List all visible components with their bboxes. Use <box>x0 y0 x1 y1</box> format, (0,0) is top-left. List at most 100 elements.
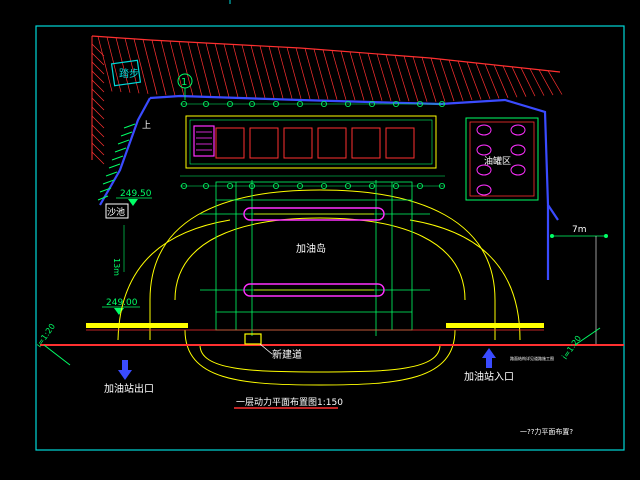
hatch-line <box>430 58 446 102</box>
new-road-marker: 新建道 <box>244 333 302 361</box>
hatch-line <box>367 53 383 101</box>
canopy-structure <box>200 180 430 336</box>
down-arrow-icon <box>118 360 132 380</box>
hatch-line <box>91 79 105 93</box>
hatch-line <box>106 36 122 93</box>
hatch-line <box>241 44 257 98</box>
hatch-line <box>97 36 113 92</box>
hatch-line <box>484 63 500 99</box>
hatch-line <box>412 56 428 102</box>
entrance-marker: 加油站入口 <box>464 348 514 383</box>
axis-bubble <box>416 101 423 108</box>
hatch-line <box>259 45 275 99</box>
right-small-note: 路面结构详见道路施工图 <box>510 355 554 361</box>
hatch-line <box>529 68 545 96</box>
hatch-line <box>439 58 455 102</box>
hatch-line <box>214 43 230 98</box>
site-boundary-hatch <box>91 35 563 165</box>
up-label: 上 <box>142 120 151 131</box>
hatch-line <box>502 65 518 98</box>
fuel-island-bottom <box>243 283 385 297</box>
oil-tank-area: 油罐区 <box>465 117 539 201</box>
hatch-line <box>475 62 491 100</box>
station-building <box>185 115 437 169</box>
axis-bubble <box>416 182 423 189</box>
axis-bubble <box>296 182 303 189</box>
turning-arcs <box>117 189 521 386</box>
hatch-line <box>358 52 374 101</box>
hatch-line <box>91 124 105 138</box>
hatch-line <box>124 38 140 94</box>
axis-bubble <box>344 101 351 108</box>
up-arrow-icon <box>482 348 496 368</box>
hatch-line <box>295 47 311 100</box>
axis-bubble <box>272 101 279 108</box>
slope-left: i=1:20 <box>34 322 71 366</box>
hatch-line <box>91 151 105 165</box>
hatch-line <box>493 64 509 98</box>
road-edge <box>40 323 624 346</box>
axis-bubble <box>226 101 233 108</box>
axis-bubble <box>320 101 327 108</box>
hatch-line <box>187 41 203 97</box>
axis-bubbles-top <box>180 101 445 108</box>
hatch-line <box>91 43 105 57</box>
hatch-line <box>511 66 527 97</box>
stair-hatch <box>97 123 136 201</box>
axis-bubble <box>438 101 445 108</box>
hatch-line <box>91 97 105 111</box>
axis-bubble <box>180 101 187 108</box>
axis-bubble <box>320 182 327 189</box>
hatch-line <box>151 40 167 96</box>
drawing-frame <box>35 25 625 451</box>
axis-bubble <box>392 182 399 189</box>
axis-bubble <box>248 101 255 108</box>
hatch-line <box>250 45 266 99</box>
hatch-line <box>466 61 482 100</box>
hatch-line <box>196 42 212 97</box>
hatch-line <box>457 60 473 101</box>
hatch-line <box>178 41 194 97</box>
corner-note: 一??力平面布置? <box>520 427 573 436</box>
hatch-line <box>160 40 176 96</box>
exit-label: 加油站出口 <box>104 382 154 395</box>
right-dimension: 7m <box>550 225 608 345</box>
hatch-line <box>91 61 105 75</box>
canopy-label: 加油岛 <box>296 242 326 255</box>
axis-bubble <box>180 182 187 189</box>
building-grid <box>180 103 445 187</box>
hatch-line <box>385 54 401 102</box>
hatch-line <box>142 39 158 95</box>
hatch-line <box>322 49 338 100</box>
hatch-line <box>91 133 105 147</box>
hatch-line <box>349 51 365 101</box>
hatch-line <box>133 38 149 94</box>
axis-bubble <box>296 101 303 108</box>
site-wall <box>99 94 559 280</box>
hatch-line <box>91 88 105 102</box>
axis-bubble <box>438 182 445 189</box>
plan-title-label: 一层动力平面布置图1:150 <box>236 396 343 408</box>
axis-mark: 1 <box>177 73 193 100</box>
hatch-line <box>520 67 536 97</box>
axis-bubble <box>368 182 375 189</box>
hatch-line <box>277 46 293 99</box>
hatch-line <box>538 69 554 96</box>
hatch-line <box>448 59 464 101</box>
hatch-line <box>394 55 410 102</box>
hatch-line <box>304 48 320 100</box>
hatch-line <box>232 44 248 98</box>
axis-bubble <box>344 182 351 189</box>
exit-marker: 加油站出口 <box>104 360 154 395</box>
hatch-line <box>547 70 563 95</box>
hatch-line <box>223 43 239 98</box>
vertical-dim-label: 13m <box>112 258 121 276</box>
axis-bubble <box>368 101 375 108</box>
axis-bubble <box>272 182 279 189</box>
elevation-top: 249.50 <box>116 189 152 206</box>
elevation-bottom-label: 249.00 <box>106 298 138 308</box>
new-road-label: 新建道 <box>272 348 302 361</box>
hatch-line <box>205 42 221 98</box>
slope-right-label: i=1:20 <box>560 334 583 361</box>
sand-pool-label: 沙池 <box>107 206 125 218</box>
